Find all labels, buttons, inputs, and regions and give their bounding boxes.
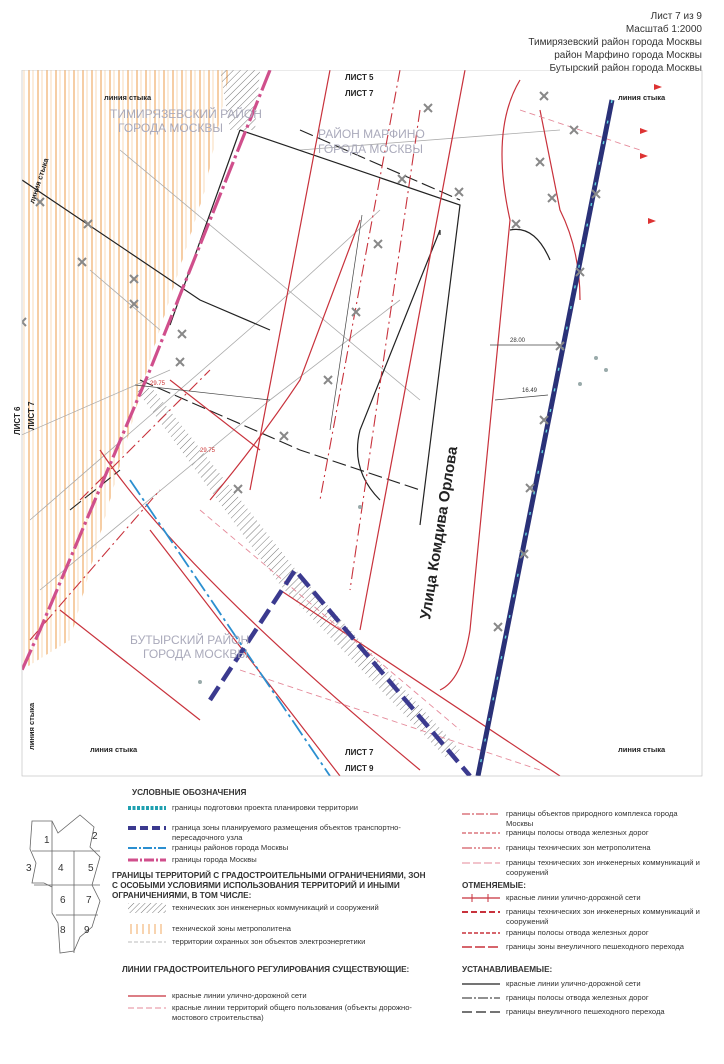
label-sheet6: ЛИСТ 6 xyxy=(13,406,22,435)
legend-cancelled-title: ОТМЕНЯЕМЫЕ: xyxy=(462,881,526,890)
metro-technical-zone xyxy=(22,70,230,670)
keymap-cell-8: 8 xyxy=(60,925,66,936)
planning-map: ТИМИРЯЗЕВСКИЙ РАЙОН ГОРОДА МОСКВЫ РАЙОН … xyxy=(13,70,703,777)
junction-bottom-left: линия стыка xyxy=(90,745,138,754)
tpu-zone-border xyxy=(208,566,472,776)
legend-item-natural-complex: границы объектов природного комплекса го… xyxy=(462,809,678,828)
legend-item-utility-tech-zones: границы технических зон инженерных комму… xyxy=(462,858,700,877)
dimension-3: 29.75 xyxy=(150,381,166,387)
legend-title: УСЛОВНЫЕ ОБОЗНАЧЕНИЯ xyxy=(132,788,247,797)
dimension-1: 28.00 xyxy=(510,338,526,344)
label-butyrsky-1: БУТЫРСКИЙ РАЙОН xyxy=(130,632,249,647)
map-scale: Масштаб 1:2000 xyxy=(625,24,702,35)
district-border-line xyxy=(129,479,331,776)
keymap-cell-9: 9 xyxy=(84,925,90,936)
city-border-line xyxy=(22,70,272,671)
label-timiryazev-1: ТИМИРЯЗЕВСКИЙ РАЙОН xyxy=(110,106,262,121)
legend-regulation-title: ЛИНИИ ГРАДОСТРОИТЕЛЬНОГО РЕГУЛИРОВАНИЯ С… xyxy=(122,965,410,974)
legend-item-power-zone: территории охранных зон объектов электро… xyxy=(128,937,366,946)
legend-item-existing-red-lines: красные линии улично-дорожной сети xyxy=(128,991,307,1000)
sheet-keymap: 1 2 3 4 5 6 7 8 9 xyxy=(26,814,101,954)
keymap-cell-6: 6 xyxy=(60,895,66,906)
legend-established-title: УСТАНАВЛИВАЕМЫЕ: xyxy=(462,965,553,974)
legend-item-new-pedestrian: границы внеуличного пешеходного перехода xyxy=(462,1007,665,1016)
legend-item-utility-zone: технических зон инженерных коммуникаций … xyxy=(128,903,428,913)
label-sheet5: ЛИСТ 5 xyxy=(345,73,374,82)
dimension-2: 16.49 xyxy=(522,388,538,394)
label-marfino-1: РАЙОН МАРФИНО xyxy=(318,126,425,141)
legend-item-existing-public-lines: красные линии территорий общего пользова… xyxy=(128,1003,412,1022)
legend-item-city-border: границы города Москвы xyxy=(128,855,257,864)
sheet-number: Лист 7 из 9 xyxy=(650,11,702,22)
label-sheet7-bottom: ЛИСТ 7 xyxy=(345,748,374,757)
project-border-line xyxy=(475,99,615,776)
label-sheet9: ЛИСТ 9 xyxy=(345,764,374,773)
legend-item-railway-strip: границы полосы отвода железных дорог xyxy=(462,828,649,837)
legend-item-district-border: границы районов города Москвы xyxy=(128,843,289,852)
legend-item-metro-zone: технической зоны метрополитена xyxy=(130,924,292,934)
keymap-cell-4: 4 xyxy=(58,863,64,874)
label-sheet7-left: ЛИСТ 7 xyxy=(27,401,36,430)
junction-top-right: линия стыка xyxy=(618,93,666,102)
junction-bottom-right: линия стыка xyxy=(618,745,666,754)
label-sheet7-top: ЛИСТ 7 xyxy=(345,89,374,98)
keymap-cell-7: 7 xyxy=(86,895,92,906)
district-timiryazev: Тимирязевский район города Москвы xyxy=(528,37,702,48)
legend-item-tpu-zone: граница зоны планируемого размещения объ… xyxy=(128,823,401,842)
legend-item-cancelled-utility: границы технических зон инженерных комму… xyxy=(462,907,700,926)
district-marfino: район Марфино города Москвы xyxy=(554,50,702,61)
utility-zone-top xyxy=(220,70,260,130)
keymap-cell-5: 5 xyxy=(88,863,94,874)
map-legend: 1 2 3 4 5 6 7 8 9 УСЛОВНЫЕ ОБОЗНАЧЕНИЯ г… xyxy=(0,785,724,1064)
label-marfino-2: ГОРОДА МОСКВЫ xyxy=(318,142,423,156)
district-butyrsky: Бутырский район города Москвы xyxy=(549,63,702,74)
junction-top-left: линия стыка xyxy=(104,93,152,102)
legend-item-project-border: границы подготовки проекта планировки те… xyxy=(128,803,359,812)
keymap-cell-2: 2 xyxy=(92,831,98,842)
junction-left-lower: линия стыка xyxy=(27,702,36,750)
keymap-cell-1: 1 xyxy=(44,835,50,846)
legend-item-new-railway: границы полосы отвода железных дорог xyxy=(462,993,649,1002)
dimension-4: 29.75 xyxy=(200,448,216,454)
legend-restricted-title: ГРАНИЦЫ ТЕРРИТОРИЙ С ГРАДОСТРОИТЕЛЬНЫМИ … xyxy=(112,871,426,900)
legend-item-cancelled-railway: границы полосы отвода железных дорог xyxy=(462,928,649,937)
legend-item-metro-tech-zones: границы технических зон метрополитена xyxy=(462,843,651,852)
sheet-header: Лист 7 из 9 Масштаб 1:2000 Тимирязевский… xyxy=(528,10,702,75)
legend-item-cancelled-red-lines: красные линии улично-дорожной сети xyxy=(462,893,641,902)
label-butyrsky-2: ГОРОДА МОСКВЫ xyxy=(143,647,248,661)
keymap-cell-3: 3 xyxy=(26,863,32,874)
label-timiryazev-2: ГОРОДА МОСКВЫ xyxy=(118,121,223,135)
street-name: Улица Комдива Орлова xyxy=(417,445,461,621)
legend-item-new-red-lines: красные линии улично-дорожной сети xyxy=(462,979,641,988)
legend-item-cancelled-pedestrian: границы зоны внеуличного пешеходного пер… xyxy=(462,942,684,951)
